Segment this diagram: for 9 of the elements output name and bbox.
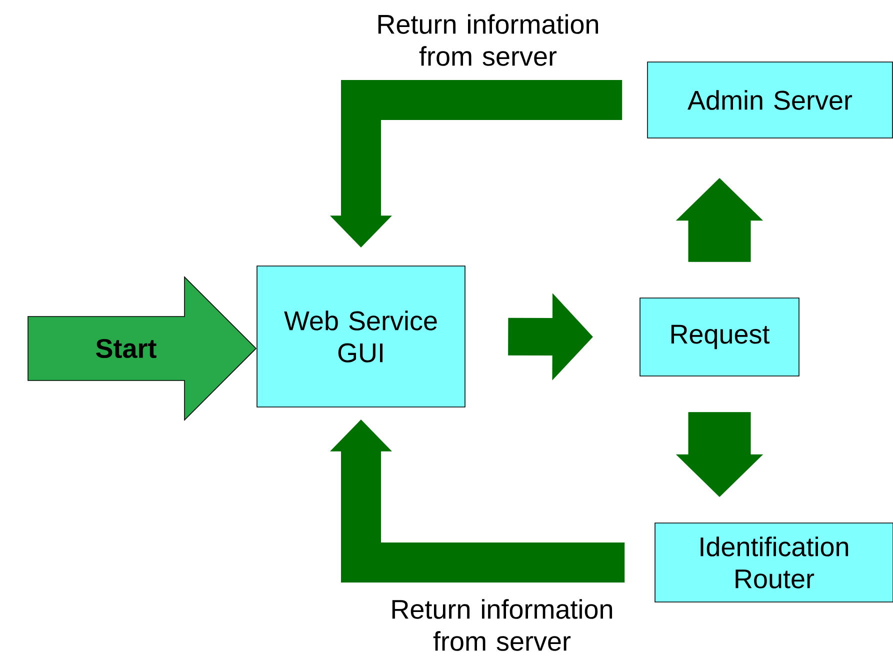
process-box: Request [640,298,800,376]
block-arrow [676,178,763,262]
block-arrow [676,412,763,497]
edge-label: Return information from server [378,14,598,66]
process-box: Admin Server [647,62,893,138]
process-box: Web Service GUI [256,266,466,408]
edge-label: Return information from server [392,599,612,651]
process-box: Identification Router [654,522,893,602]
block-arrow [508,294,593,380]
